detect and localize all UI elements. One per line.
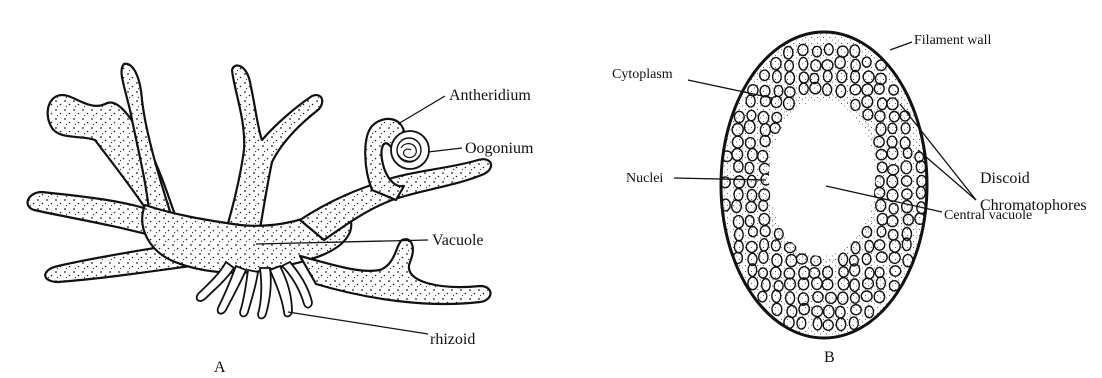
oogonium-structure: [391, 131, 429, 169]
label-vacuole: Vacuole: [432, 232, 484, 249]
label-discoid: Discoid: [980, 170, 1030, 187]
figure-b: Filament wall Cytoplasm Discoid Chromato…: [612, 32, 1087, 366]
figure-a: Antheridium Oogonium Vacuole rhizoid A: [28, 64, 534, 373]
panel-label-a: A: [214, 359, 226, 373]
label-cytoplasm: Cytoplasm: [612, 67, 673, 82]
label-filament-wall: Filament wall: [914, 33, 991, 48]
label-central-vacuole: Central vacuole: [944, 208, 1032, 223]
label-antheridium: Antheridium: [449, 87, 531, 104]
central-vacuole: [769, 100, 875, 256]
label-nuclei: Nuclei: [626, 171, 663, 186]
label-rhizoid: rhizoid: [430, 331, 475, 348]
label-oogonium: Oogonium: [465, 140, 534, 157]
panel-label-b: B: [824, 349, 835, 366]
